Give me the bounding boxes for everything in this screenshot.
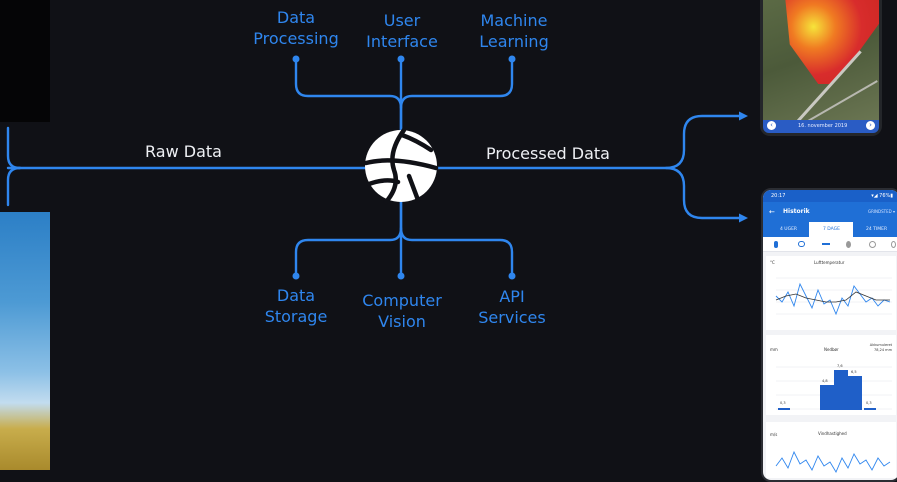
precip-label-5: 0,3 [866,401,872,405]
chart-temperature-card: °C Lufttemperatur [766,256,896,330]
wind-icon[interactable] [822,243,830,245]
temperature-chart [775,277,892,316]
rain-icon[interactable] [798,241,805,247]
header-title: Historik [783,208,810,215]
left-dark-panel [0,0,50,122]
label-data-storage: Data Storage [264,286,328,326]
left-split-up [6,126,22,170]
processed-data-label: Processed Data [486,144,610,163]
label-data-processing: Data Processing [253,8,339,48]
bottom-connector-left [294,198,403,277]
top-connector-right [399,58,514,110]
precip-label-2: 4,8 [822,379,828,383]
label-computer-vision: Computer Vision [362,291,442,331]
precipitation-chart [776,366,892,410]
label-user-interface: User Interface [366,11,438,51]
left-field-photo [0,212,50,470]
map-field-heatmap [785,0,879,84]
node-dot-computer-vision [397,272,405,280]
map-satellite-view [763,0,879,120]
precip-label-4: 6,5 [851,370,857,374]
wind-unit: m/s [770,432,778,437]
map-next-button[interactable]: › [866,121,875,130]
raw-data-label: Raw Data [145,142,222,161]
arrow-head-bottom [739,213,748,223]
phone-weather-app: 20:17 ▾◢ 76%▮ ← Historik GRINDSTED ▾ 4 U… [761,188,897,482]
humidity-icon[interactable] [846,241,851,248]
metric-icon-row [763,237,897,252]
precip-label-3: 7,6 [837,364,843,368]
label-machine-learning: Machine Learning [479,11,549,51]
top-connector-left [294,58,403,134]
node-dot-data-processing [292,55,300,63]
status-time: 20:17 [771,193,786,199]
wind-chart [775,450,891,473]
temperature-title: Lufttemperatur [814,260,845,265]
phone-map-app: ‹ 16. november 2019 › [760,0,882,136]
wind-line [775,450,891,473]
precip-bar-1 [778,408,790,410]
label-api-services: API Services [478,287,546,327]
more-icon[interactable] [891,241,896,248]
node-dot-machine-learning [508,55,516,63]
node-dot-api-services [508,272,516,280]
bottom-connector-right [399,226,514,277]
chart-precipitation-card: mm Nedbør Akkumuleret 78,24 mm 0,3 4,8 7… [766,335,896,415]
node-dot-user-interface [397,55,405,63]
precipitation-unit: mm [770,347,778,352]
location-dropdown[interactable]: GRINDSTED ▾ [868,209,895,214]
left-split-down [6,166,22,207]
status-bar: 20:17 ▾◢ 76%▮ [763,190,897,202]
back-arrow-icon[interactable]: ← [769,208,775,216]
map-date-bar: ‹ 16. november 2019 › [763,120,879,133]
tab-7-dage[interactable]: 7 DAGE [823,227,841,232]
precip-bar-4 [834,370,848,410]
connection-diagram [6,55,748,280]
temperature-unit: °C [770,260,775,265]
map-prev-button[interactable]: ‹ [767,121,776,130]
app-header: ← Historik GRINDSTED ▾ [763,202,897,222]
tab-24-timer[interactable]: 24 TIMER [866,227,888,232]
temperature-line-blue [775,282,891,316]
period-tabs: 4 UGER 7 DAGE 24 TIMER [763,222,897,237]
arrow-head-top [739,111,748,121]
thermometer-icon[interactable] [774,241,778,248]
processed-data-line [434,114,744,170]
wind-title: Vindhastighed [818,431,847,436]
precip-bar-5 [848,376,862,410]
tab-4-uger[interactable]: 4 UGER [780,227,798,232]
accumulated-value: 78,24 mm [874,348,892,352]
precip-bar-6 [864,408,876,410]
processed-data-line-lower [664,166,744,220]
node-dot-data-storage [292,272,300,280]
precipitation-title: Nedbør [824,347,839,352]
precip-bar-3 [820,385,834,410]
chart-wind-card: m/s Vindhastighed [766,422,896,478]
temperature-line-dark [775,291,890,303]
precip-label-1: 0,3 [780,401,786,405]
map-date-label: 16. november 2019 [798,123,848,129]
hub-logo-icon [363,127,439,205]
sun-icon[interactable] [869,241,876,248]
tab-7-dage-active[interactable] [809,222,853,237]
accumulated-label: Akkumuleret [869,343,892,347]
status-icons: ▾◢ 76%▮ [871,193,893,199]
